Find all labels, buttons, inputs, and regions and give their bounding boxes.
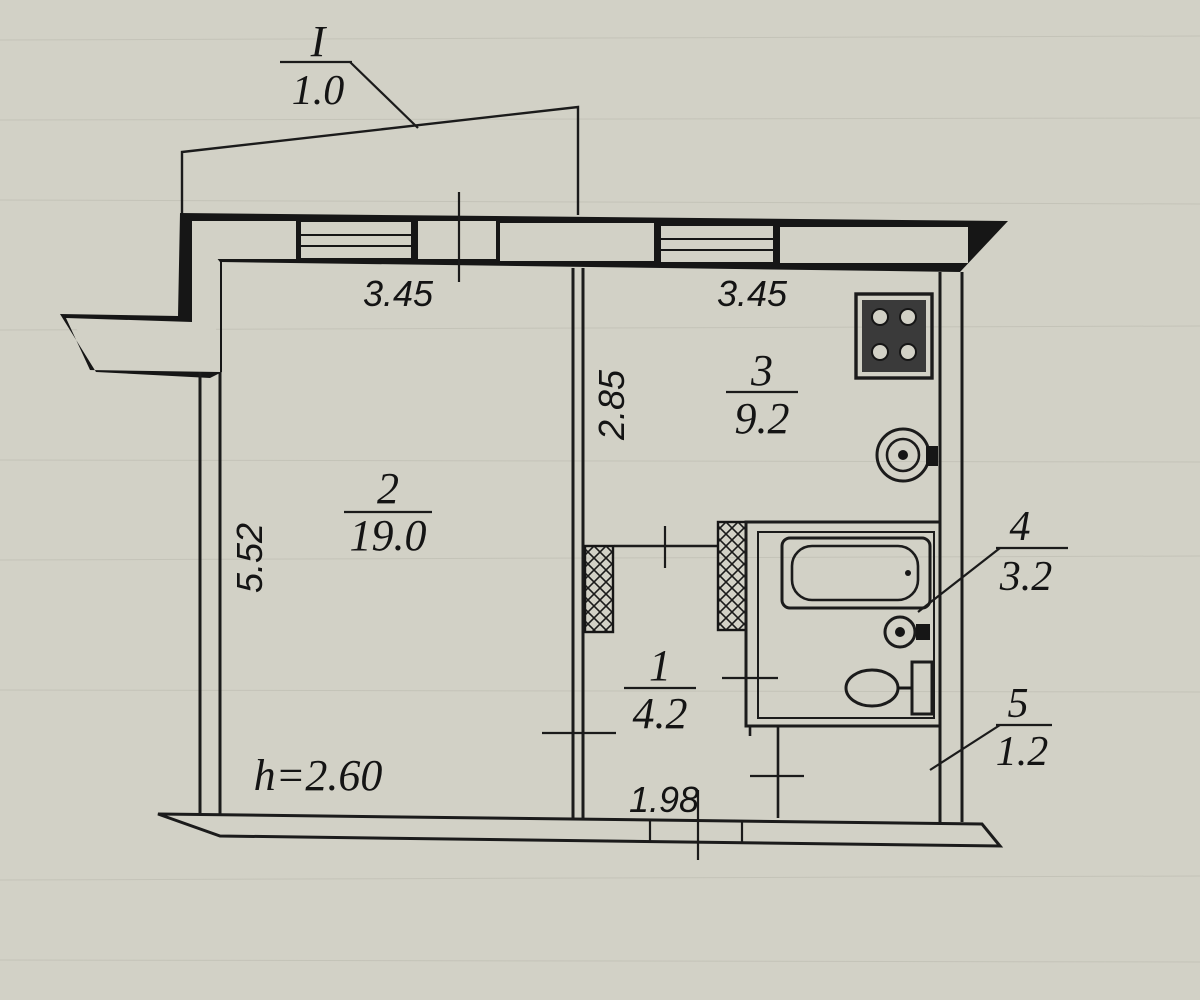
kitchen-sink-tap-icon	[926, 446, 938, 466]
built-in-wardrobe-left	[583, 544, 615, 634]
bathroom-sink-drain-icon	[895, 627, 905, 637]
balcony-leader	[349, 61, 419, 129]
top-wall-openings	[192, 220, 968, 264]
balcony-number: I	[310, 17, 328, 66]
room1-area: 4.2	[633, 689, 688, 738]
room2-width-dimension: 3.45	[363, 273, 434, 314]
room5-number: 5	[1008, 681, 1029, 727]
stove-icon	[854, 292, 934, 380]
balcony-area: 1.0	[292, 68, 345, 114]
bottom-exterior-wall	[157, 812, 1004, 848]
bathroom-inner	[757, 531, 935, 719]
bathtub-basin-icon	[790, 544, 920, 602]
bathroom-sink-tap-icon	[916, 624, 930, 640]
left-step-inner	[74, 224, 216, 366]
toilet-tank-icon	[910, 660, 934, 716]
room4-area: 3.2	[999, 554, 1053, 600]
bathroom-outer	[744, 520, 942, 728]
room1-number: 1	[649, 641, 671, 690]
built-in-wardrobe-right	[716, 520, 748, 632]
ceiling-height: h=2.60	[254, 751, 383, 800]
toilet-bowl-icon	[844, 668, 900, 708]
room4-leader	[917, 547, 1001, 613]
room2-area: 19.0	[350, 511, 427, 560]
room5-area: 1.2	[996, 729, 1049, 775]
room2-depth-dimension: 5.52	[229, 523, 270, 593]
room3-depth-dimension: 2.85	[591, 369, 632, 441]
room3-number: 3	[750, 346, 773, 395]
room4-number: 4	[1010, 504, 1031, 550]
hall-width-dimension: 1.98	[629, 779, 699, 820]
room5-leader	[929, 724, 1001, 771]
bathroom-sink-icon	[883, 615, 917, 649]
stove-burners-icon	[871, 308, 917, 361]
bathtub-icon	[780, 536, 932, 610]
balcony-outline	[180, 105, 580, 215]
room3-width-dimension: 3.45	[717, 273, 788, 314]
left-step-wall	[60, 213, 222, 378]
bathtub-drain-icon	[905, 570, 911, 576]
room2-number: 2	[377, 464, 399, 513]
room3-area: 9.2	[735, 394, 790, 443]
